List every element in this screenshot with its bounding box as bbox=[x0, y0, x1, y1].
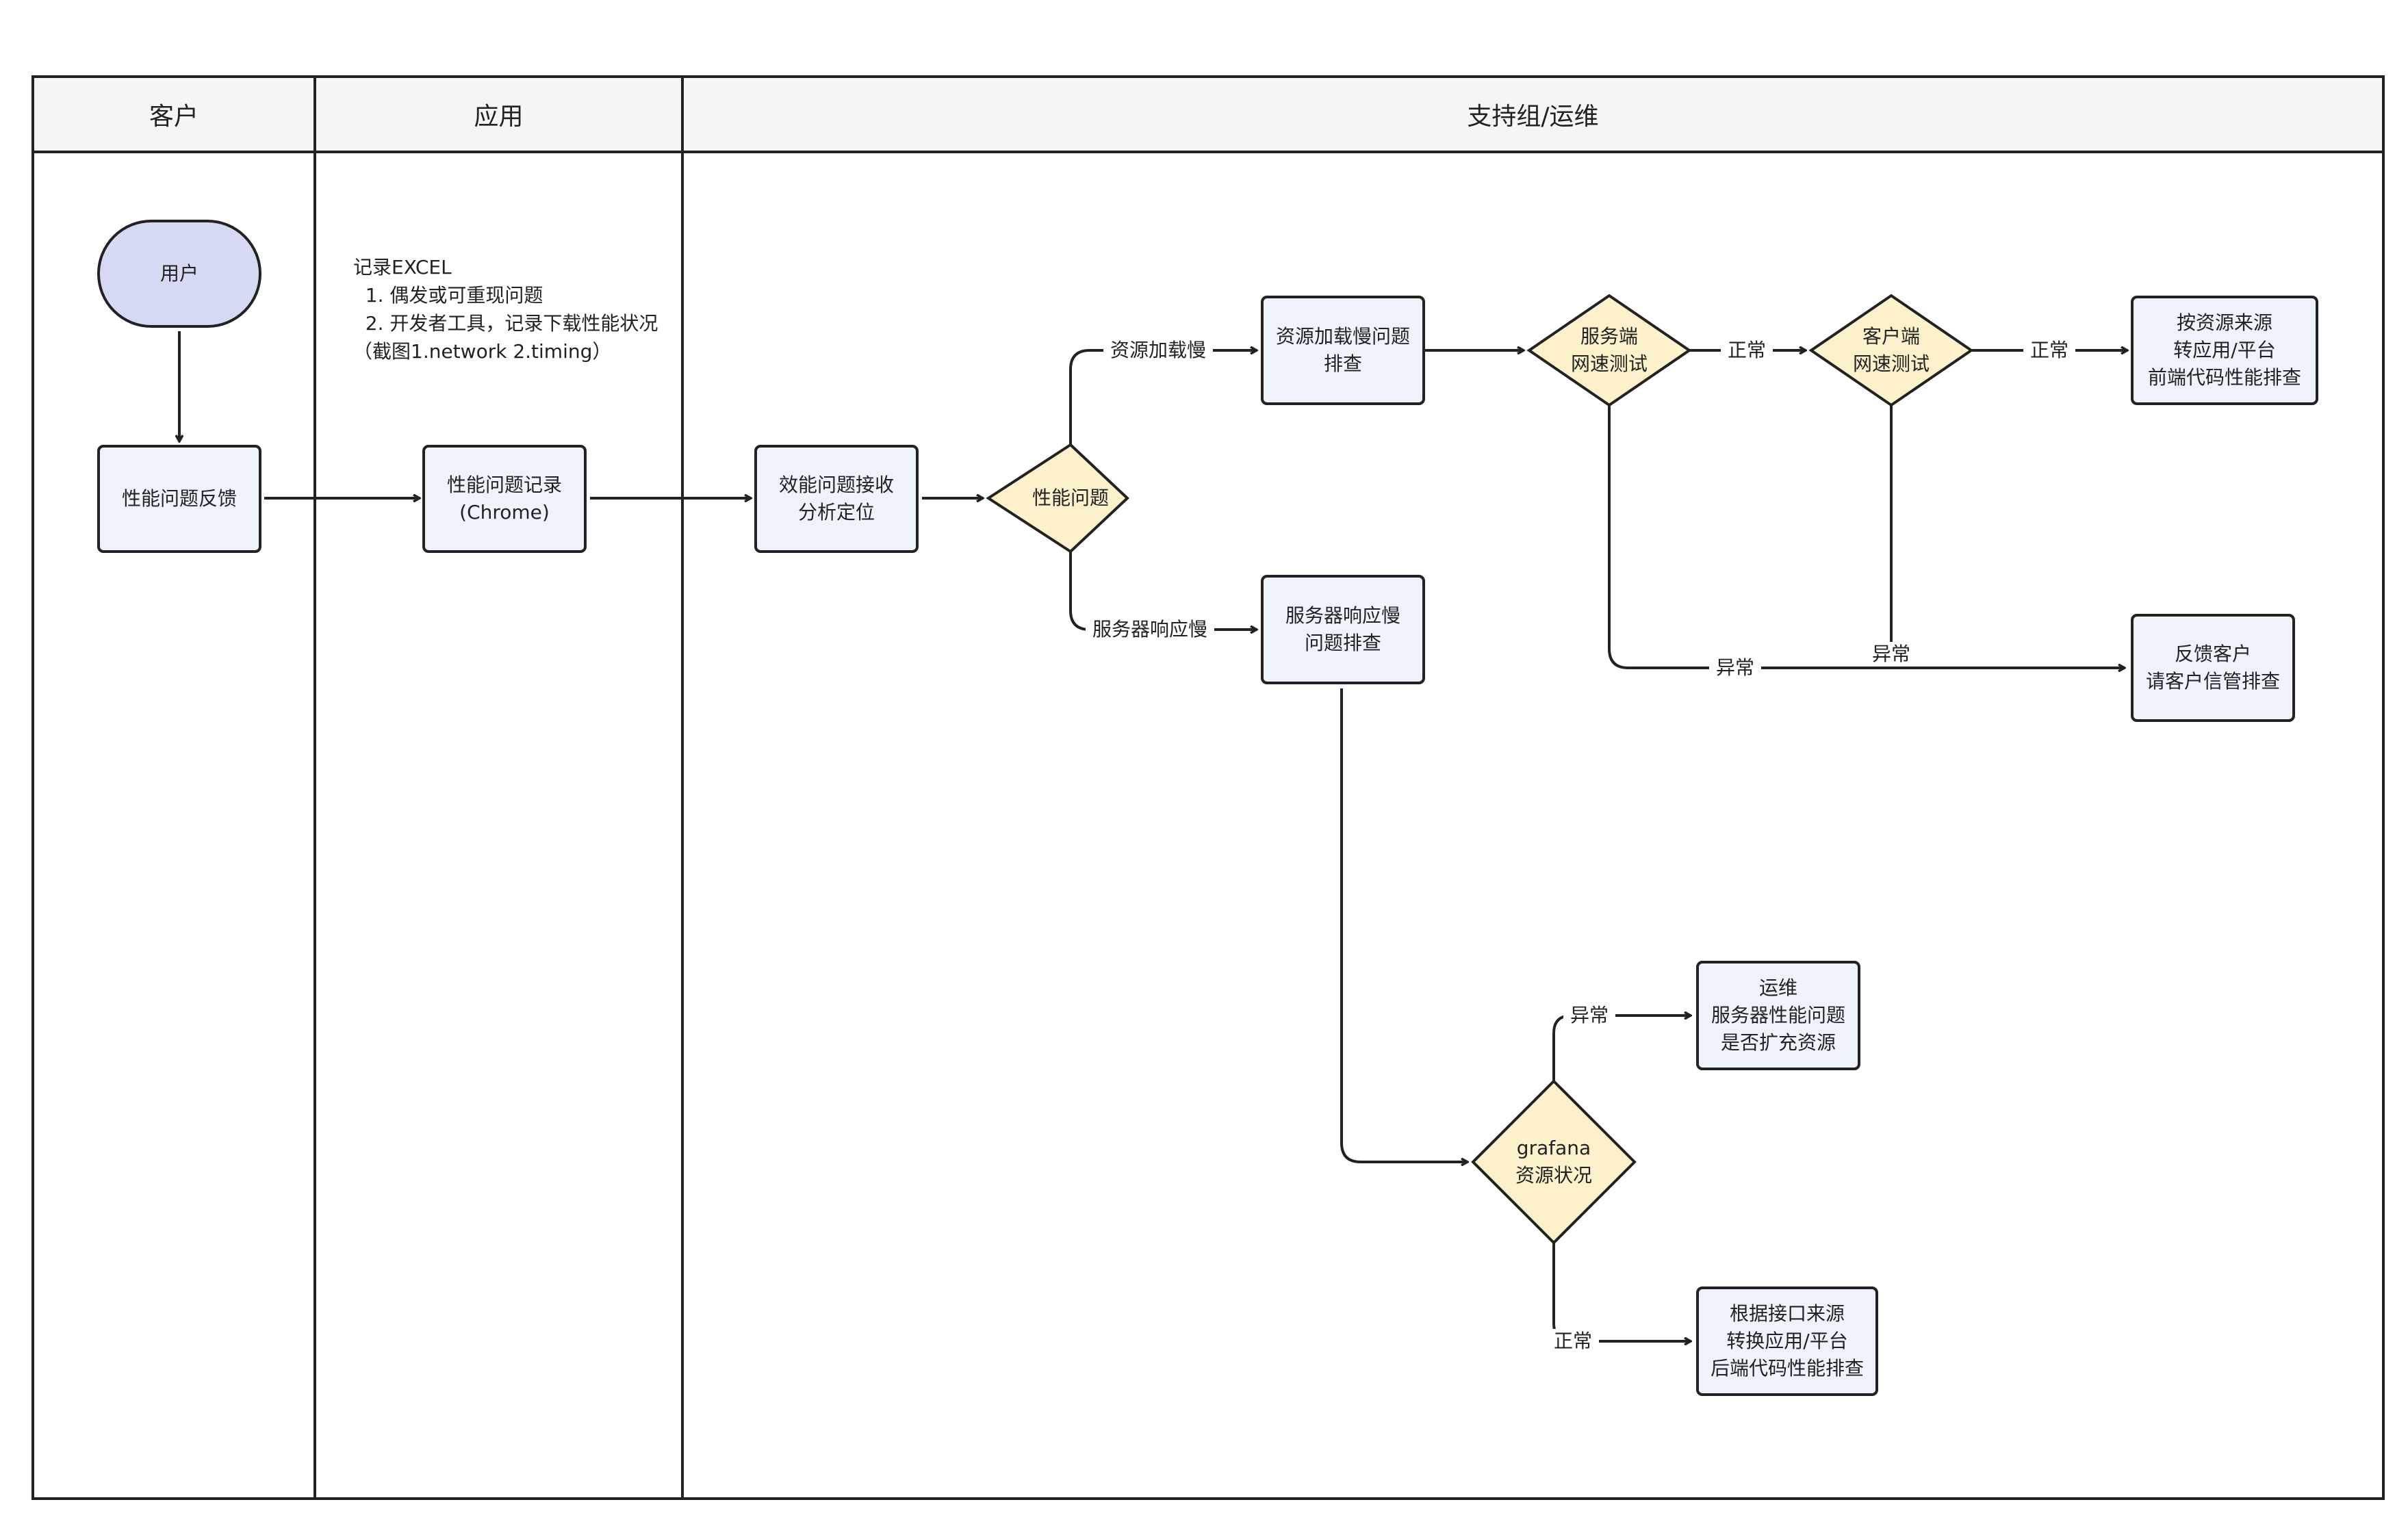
lane-header-app: 应用 bbox=[474, 103, 524, 131]
swimlane-outer-border bbox=[31, 75, 2385, 1500]
node-server-speed[interactable]: 服务端 网速测试 bbox=[1570, 325, 1648, 375]
node-user[interactable]: 用户 bbox=[97, 220, 261, 328]
node-server-resp-check[interactable]: 服务器响应慢 问题排查 bbox=[1261, 575, 1425, 684]
edge-label-normal-client: 正常 bbox=[2023, 338, 2076, 363]
node-frontend-check[interactable]: 按资源来源 转应用/平台 前端代码性能排查 bbox=[2131, 296, 2318, 405]
decision-shapes bbox=[986, 294, 1974, 1245]
node-perf-feedback[interactable]: 性能问题反馈 bbox=[97, 445, 261, 553]
edge-label-normal-server: 正常 bbox=[1720, 338, 1773, 363]
edge-label-resource-slow: 资源加载慢 bbox=[1103, 338, 1214, 363]
node-feedback-customer[interactable]: 反馈客户 请客户信管排查 bbox=[2131, 614, 2295, 722]
lane-header-customer: 客户 bbox=[149, 103, 198, 131]
note-line-4: （截图1.network 2.timing） bbox=[353, 340, 612, 363]
edge-label-abnormal-server: 异常 bbox=[1708, 656, 1762, 680]
edge-label-normal-grafana: 正常 bbox=[1546, 1329, 1600, 1354]
edge-server-resp-to-grafana bbox=[1340, 688, 1468, 1162]
edge-label-abnormal-grafana: 异常 bbox=[1563, 1003, 1616, 1028]
note-line-3: 2. 开发者工具，记录下载性能状况 bbox=[353, 312, 658, 335]
node-client-speed[interactable]: 客户端 网速测试 bbox=[1852, 325, 1930, 375]
lane-header-support: 支持组/运维 bbox=[1467, 103, 1599, 131]
node-ops-expand[interactable]: 运维 服务器性能问题 是否扩充资源 bbox=[1696, 961, 1860, 1070]
node-perf-issue[interactable]: 性能问题 bbox=[1032, 487, 1109, 509]
edge-decision-to-resource bbox=[1069, 350, 1257, 445]
node-backend-check[interactable]: 根据接口来源 转换应用/平台 后端代码性能排查 bbox=[1696, 1286, 1878, 1396]
excel-record-note: 记录EXCEL 1. 偶发或可重现问题 2. 开发者工具，记录下载性能状况 （截… bbox=[353, 253, 658, 365]
note-line-1: 记录EXCEL bbox=[353, 256, 452, 279]
edge-label-server-slow: 服务器响应慢 bbox=[1085, 617, 1215, 642]
swimlane-frame bbox=[31, 75, 2385, 1500]
node-perf-record[interactable]: 性能问题记录 (Chrome) bbox=[422, 445, 587, 553]
edge-label-abnormal-client: 异常 bbox=[1865, 642, 1918, 667]
connectors bbox=[179, 331, 2127, 1341]
swimlane-header-band bbox=[31, 75, 2385, 153]
edge-server-speed-abnormal bbox=[1608, 405, 2125, 668]
node-resource-check[interactable]: 资源加载慢问题 排查 bbox=[1261, 296, 1425, 405]
node-receive-locate[interactable]: 效能问题接收 分析定位 bbox=[754, 445, 919, 553]
note-line-2: 1. 偶发或可重现问题 bbox=[353, 284, 543, 307]
node-grafana[interactable]: grafana 资源状况 bbox=[1515, 1137, 1592, 1187]
